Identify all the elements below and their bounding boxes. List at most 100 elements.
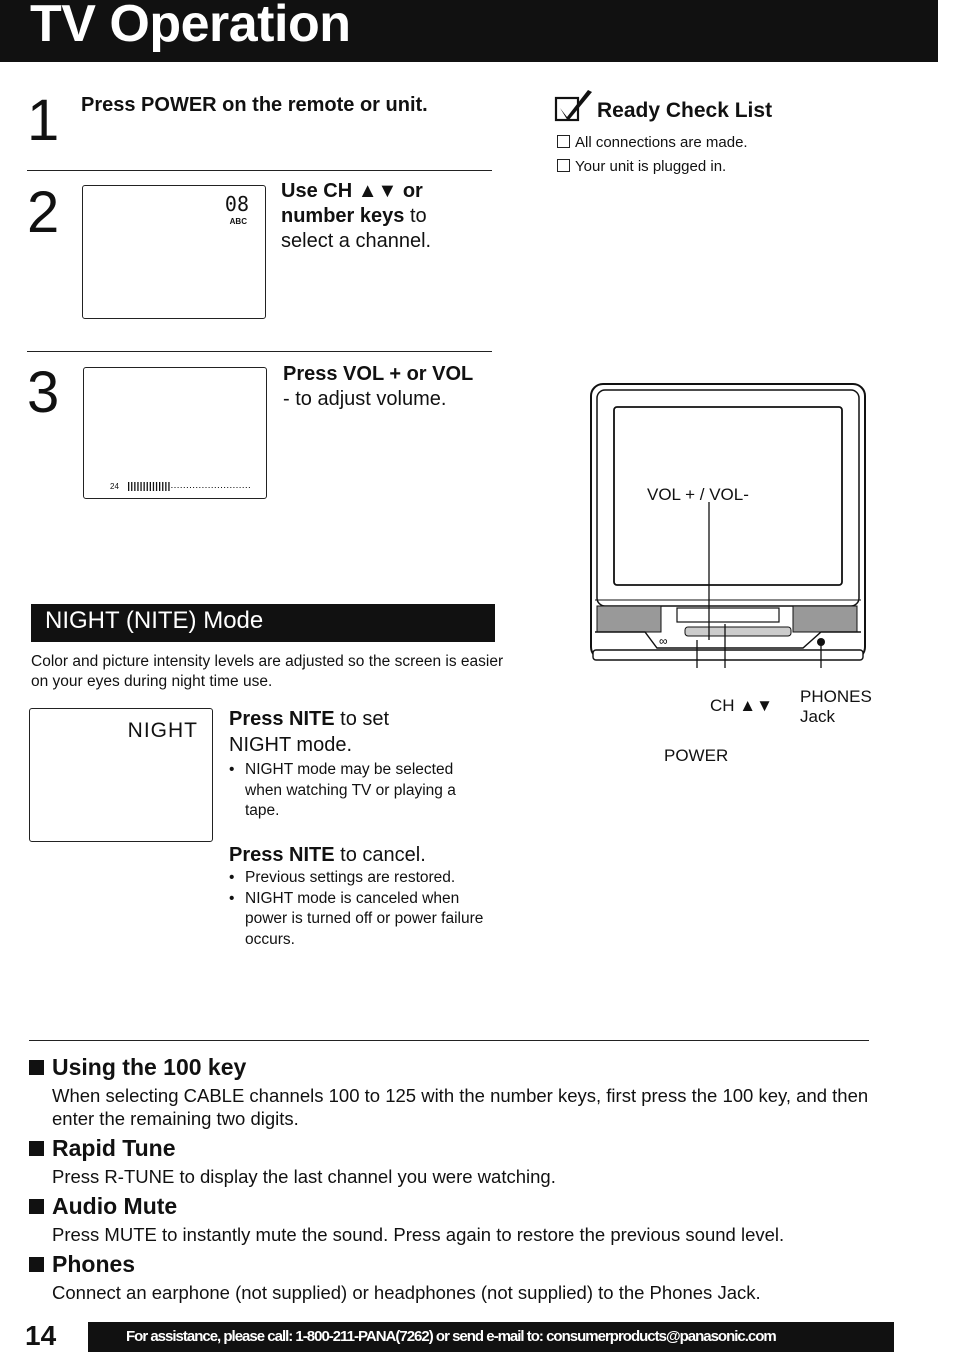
divider xyxy=(27,170,492,171)
volume-tick-empty xyxy=(180,487,182,488)
night-set-notes: NIGHT mode may be selected when watching… xyxy=(229,760,474,822)
divider xyxy=(29,1040,869,1041)
checkbox-icon xyxy=(557,159,570,172)
page-title: TV Operation xyxy=(30,0,351,53)
volume-bar xyxy=(128,482,250,491)
power-label: POWER xyxy=(664,746,729,765)
step-2-title-line2: number keys to xyxy=(281,204,427,229)
volume-tick-filled xyxy=(162,482,164,491)
channel-number: 08 xyxy=(224,192,249,216)
step-2-text: select a channel. xyxy=(281,230,432,252)
night-cancel-bold: Press NITE xyxy=(229,844,335,866)
volume-tick-empty xyxy=(214,487,216,488)
volume-tick-empty xyxy=(171,487,173,488)
night-cancel-rest: to cancel. xyxy=(334,844,426,866)
section-body: Press MUTE to instantly mute the sound. … xyxy=(52,1224,785,1245)
volume-tick-empty xyxy=(245,487,247,488)
divider xyxy=(27,351,492,352)
volume-tick-filled xyxy=(168,482,170,491)
volume-tick-empty xyxy=(202,487,204,488)
night-mode-header: NIGHT (NITE) Mode xyxy=(31,604,495,642)
volume-tick-empty xyxy=(183,487,185,488)
volume-tick-empty xyxy=(174,487,176,488)
night-set-heading: Press NITE to set xyxy=(229,707,389,732)
footer-bar: For assistance, please call: 1-800-211-P… xyxy=(88,1322,894,1352)
volume-tick-empty xyxy=(177,487,179,488)
volume-tick-empty xyxy=(211,487,213,488)
volume-tick-filled xyxy=(134,482,136,491)
ch-label: CH ▲▼ xyxy=(710,696,773,715)
section-heading: Using the 100 key xyxy=(29,1054,246,1081)
tv-set-illustration: ∞ xyxy=(590,383,866,668)
page-number: 14 xyxy=(25,1320,57,1351)
square-bullet-icon xyxy=(29,1141,44,1156)
volume-tick-empty xyxy=(221,487,222,488)
night-mode-intro: Color and picture intensity levels are a… xyxy=(31,653,504,690)
volume-tick-filled xyxy=(146,482,148,491)
tv-screen-night: NIGHT xyxy=(29,708,213,842)
volume-tick-filled xyxy=(149,482,151,491)
volume-tick-empty xyxy=(248,487,250,488)
night-set-line2: NIGHT mode. xyxy=(229,734,352,756)
night-screen-text: NIGHT xyxy=(127,719,198,742)
volume-tick-filled xyxy=(155,482,158,491)
section-title: Phones xyxy=(52,1251,136,1277)
list-item: Previous settings are restored. xyxy=(229,868,489,889)
volume-tick-empty xyxy=(205,487,207,488)
checkbox-icon xyxy=(557,135,570,148)
vol-label: VOL + / VOL- xyxy=(647,485,749,504)
section-heading: Audio Mute xyxy=(29,1193,177,1220)
step-2-number: 2 xyxy=(27,180,60,245)
volume-tick-empty xyxy=(230,487,232,488)
list-item: NIGHT mode is canceled when power is tur… xyxy=(229,889,489,951)
step-3-number: 3 xyxy=(27,360,60,425)
ready-check-item-text: All connections are made. xyxy=(575,134,748,151)
night-set-bold: Press NITE xyxy=(229,708,335,730)
tv-screen-volume: 24 xyxy=(83,367,267,499)
volume-tick-filled xyxy=(152,482,155,491)
volume-tick-empty xyxy=(242,487,244,488)
ready-check-item: All connections are made. xyxy=(557,131,748,155)
section-title: Audio Mute xyxy=(52,1193,178,1219)
title-bar: TV Operation xyxy=(0,0,938,62)
section-title: Using the 100 key xyxy=(52,1054,247,1080)
section-heading: Phones xyxy=(29,1251,135,1278)
section-body: Connect an earphone (not supplied) or he… xyxy=(52,1282,761,1303)
volume-tick-empty xyxy=(208,487,210,488)
volume-tick-filled xyxy=(131,482,133,491)
step-1-title: Press POWER on the remote or unit. xyxy=(81,94,428,116)
list-item: NIGHT mode may be selected when watching… xyxy=(229,760,474,822)
step-2-title-line1: Use CH ▲▼ or xyxy=(281,180,423,202)
checkmark-icon xyxy=(554,90,592,122)
phones-label: PHONES xyxy=(800,687,872,706)
step-3-text: - to adjust volume. xyxy=(283,388,447,410)
volume-tick-filled xyxy=(143,482,145,491)
step-2-to: to xyxy=(404,205,427,227)
volume-tick-empty xyxy=(199,487,201,488)
volume-tick-empty xyxy=(236,487,238,488)
svg-text:∞: ∞ xyxy=(659,634,668,648)
ready-check-list: All connections are made. Your unit is p… xyxy=(557,131,748,179)
square-bullet-icon xyxy=(29,1199,44,1214)
section-title: Rapid Tune xyxy=(52,1135,176,1161)
ready-check-item-text: Your unit is plugged in. xyxy=(575,158,727,175)
volume-tick-empty xyxy=(196,487,198,488)
tv-screen-channel: 08 ABC xyxy=(82,185,266,319)
section-body: When selecting CABLE channels 100 to 125… xyxy=(52,1085,869,1129)
volume-tick-filled xyxy=(128,482,130,491)
channel-station: ABC xyxy=(229,217,247,226)
square-bullet-icon xyxy=(29,1257,44,1272)
volume-tick-empty xyxy=(239,487,241,488)
night-mode-title: NIGHT (NITE) Mode xyxy=(45,607,264,634)
step-3-title: Press VOL + or VOL xyxy=(283,363,474,385)
section-body: Press R-TUNE to display the last channel… xyxy=(52,1166,556,1187)
section-heading: Rapid Tune xyxy=(29,1135,176,1162)
volume-tick-filled xyxy=(137,482,139,491)
ready-check-title: Ready Check List xyxy=(597,99,773,122)
ready-check-item: Your unit is plugged in. xyxy=(557,155,748,179)
volume-tick-empty xyxy=(233,487,235,488)
square-bullet-icon xyxy=(29,1060,44,1075)
step-2-keys: number keys xyxy=(281,205,405,227)
volume-tick-empty xyxy=(190,487,191,488)
night-cancel-heading: Press NITE to cancel. xyxy=(229,843,426,868)
